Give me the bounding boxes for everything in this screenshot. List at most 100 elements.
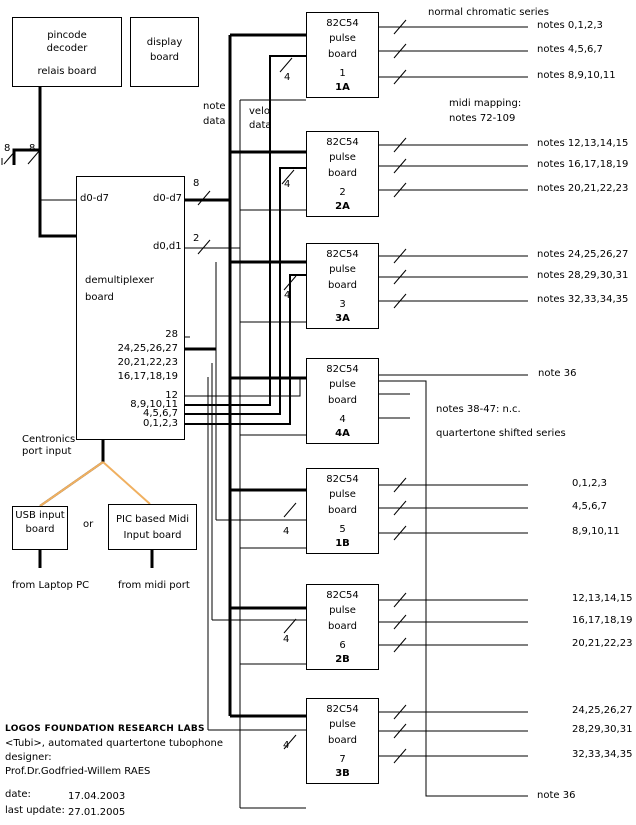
pulse-board-l1: pulse [329, 264, 356, 275]
demux-port-label: 12 [165, 390, 178, 401]
output-slash [393, 293, 407, 309]
bus-slash [283, 275, 297, 291]
output-slash [393, 158, 407, 174]
pulse-board-l2: board [328, 280, 357, 291]
note36-return [377, 380, 528, 797]
update-value: 27.01.2005 [68, 807, 126, 818]
pulse-board-box [306, 131, 379, 217]
pincode-decoder-box [12, 17, 122, 87]
pulse-board-l2: board [328, 735, 357, 746]
output-label-a: notes 24,25,26,27 [537, 249, 629, 260]
pulse-board-num: 4 [339, 414, 346, 425]
from-midi-label: from midi port [118, 580, 190, 591]
centronics-line2: port input [22, 446, 72, 457]
pulse-board-l1: pulse [329, 719, 356, 730]
output-slash [393, 43, 407, 59]
demux-port-label: 28 [165, 329, 178, 340]
pulse-board-l2: board [328, 505, 357, 516]
pic-input-box [108, 504, 197, 550]
input-bus-line [38, 150, 76, 238]
output-slash [393, 592, 407, 608]
pulse-board-id: 1A [335, 82, 350, 93]
pulse-board-box [306, 698, 379, 784]
pulse-board-chip: 82C54 [326, 704, 359, 715]
output-slash [393, 637, 407, 653]
output-slash [393, 182, 407, 198]
pulse-board-id: 3B [335, 768, 350, 779]
output-slash [393, 723, 407, 739]
project-name: <Tubi>, automated quartertone tubophone [5, 738, 223, 749]
demux-port-label: 20,21,22,23 [117, 357, 178, 368]
midi-mapping-line2: notes 72-109 [449, 113, 516, 124]
pulse-board-num: 5 [339, 524, 346, 535]
usb-input-box [12, 506, 68, 550]
demux-port-label: 0,1,2,3 [143, 418, 178, 429]
port-route [183, 378, 301, 397]
pulse-board-id: 3A [335, 313, 350, 324]
demux-in-label: d0-d7 [80, 193, 110, 204]
demux-title2: board [85, 292, 114, 303]
notes-38-47-label: notes 38-47: n.c. [436, 404, 521, 415]
pulse-board-box [306, 358, 379, 444]
note36-bottom: note 36 [537, 790, 576, 801]
display-board-box [130, 17, 199, 87]
note-label: note [203, 101, 226, 112]
pulse-board-bus-width: 4 [283, 526, 290, 537]
output-label-b: 8,9,10,11 [572, 526, 620, 537]
output-label-b: 0,1,2,3 [572, 478, 607, 489]
output-label-b: 4,5,6,7 [572, 501, 607, 512]
bus-slash [27, 149, 41, 165]
output-label-b: 24,25,26,27 [572, 705, 633, 716]
pulse-board-chip: 82C54 [326, 137, 359, 148]
output-slash [393, 137, 407, 153]
demux-out-label: d0-d7 [153, 193, 183, 204]
output-label-b: 20,21,22,23 [572, 638, 633, 649]
bus-slash [197, 190, 211, 206]
pulse-board-l2: board [328, 49, 357, 60]
pulse-board-bus-width: 4 [283, 740, 290, 751]
output-slash [393, 269, 407, 285]
port-route [183, 167, 306, 415]
display-line1: display [146, 37, 183, 48]
pulse-board-l1: pulse [329, 33, 356, 44]
note36-top: note 36 [538, 368, 577, 379]
pincode-line3: relais board [37, 66, 97, 77]
demux-out2-label: d0,d1 [153, 241, 182, 252]
output-label-a: notes 4,5,6,7 [537, 44, 603, 55]
pulse-board-l1: pulse [329, 379, 356, 390]
bus-slash [283, 734, 297, 750]
demux-port-label: 8,9,10,11 [130, 399, 178, 410]
output-label-a: notes 12,13,14,15 [537, 138, 629, 149]
pincode-line2: decoder [46, 43, 88, 54]
pulse-board-chip: 82C54 [326, 474, 359, 485]
quartertone-label: quartertone shifted series [436, 428, 566, 439]
output-slash [393, 614, 407, 630]
pulse-board-num: 1 [339, 68, 346, 79]
bus-slash [283, 502, 297, 518]
pic-link [102, 461, 151, 505]
output-label-a: notes 32,33,34,35 [537, 294, 629, 305]
normal-series-label: normal chromatic series [428, 7, 549, 18]
demux-bus-width2: 2 [193, 233, 200, 244]
pulse-board-chip: 82C54 [326, 249, 359, 260]
pulse-board-l2: board [328, 168, 357, 179]
pulse-board-l1: pulse [329, 489, 356, 500]
demux-bus-width: 8 [193, 178, 200, 189]
pulse-board-num: 6 [339, 640, 346, 651]
pulse-board-id: 1B [335, 538, 350, 549]
pulse-board-id: 4A [335, 428, 350, 439]
pulse-board-box [306, 243, 379, 329]
date-label: date: [5, 789, 31, 800]
from-laptop-label: from Laptop PC [12, 580, 90, 591]
usb-link [39, 461, 104, 507]
pulse-board-bus-width: 4 [283, 634, 290, 645]
input-bus-line [12, 85, 42, 165]
output-label-a: notes 16,17,18,19 [537, 159, 629, 170]
output-label-b: 16,17,18,19 [572, 615, 633, 626]
pulse-board-l1: pulse [329, 152, 356, 163]
data-label-1: data [203, 116, 226, 127]
pulse-board-num: 7 [339, 754, 346, 765]
or-text: or [83, 519, 94, 530]
bus-slash [3, 149, 17, 165]
